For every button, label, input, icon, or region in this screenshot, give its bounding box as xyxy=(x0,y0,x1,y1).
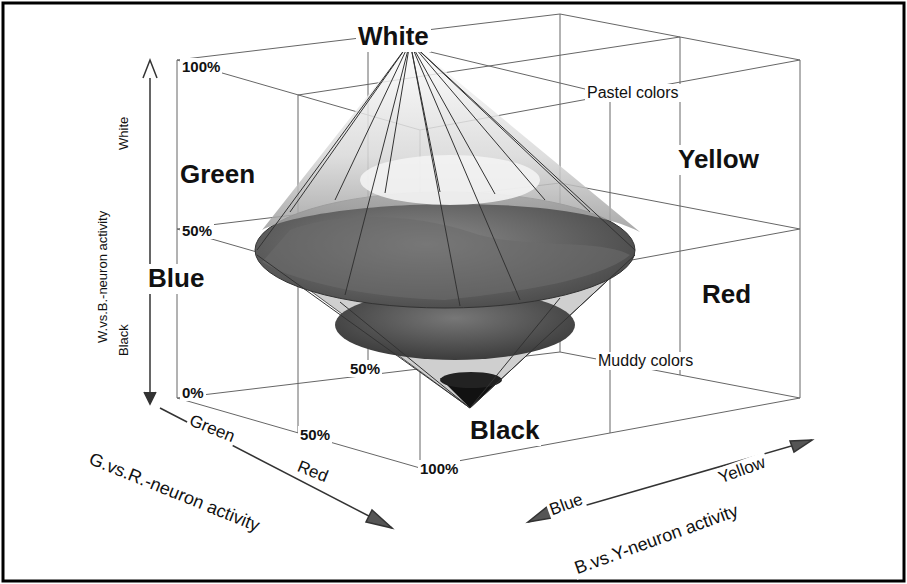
hue-label: Green xyxy=(178,160,257,190)
scale-value: 100% xyxy=(180,58,222,75)
scale-value: 0% xyxy=(180,384,206,401)
hue-label: Yellow xyxy=(676,145,761,175)
frame xyxy=(3,3,904,581)
hue-label: Blue xyxy=(146,264,206,294)
cone-wires xyxy=(257,42,635,408)
scale-value: 50% xyxy=(298,426,332,443)
axis-end-label: Black xyxy=(117,322,132,358)
axes xyxy=(143,60,812,528)
wire-cube xyxy=(177,14,800,468)
axis-end-label: Blue xyxy=(545,489,587,520)
apex-label: White xyxy=(356,22,431,52)
axis-title: W.vs.B.-neuron activity xyxy=(96,209,111,345)
scale-value: 50% xyxy=(180,222,214,239)
axis-end-label: Red xyxy=(293,456,333,487)
axis-end-label: Yellow xyxy=(714,452,770,488)
region-label: Pastel colors xyxy=(585,84,681,102)
scale-value: 50% xyxy=(348,360,382,377)
apex-label: Black xyxy=(468,416,541,446)
axis-title: B.vs.Y-neuron activity xyxy=(570,500,743,580)
hue-label: Red xyxy=(700,280,753,310)
axis-end-label: Green xyxy=(185,410,240,447)
region-label: Muddy colors xyxy=(596,352,695,370)
axis-end-label: White xyxy=(117,115,132,152)
axis-title: G.vs.R.-neuron activity xyxy=(84,448,264,537)
scale-value: 100% xyxy=(418,460,460,477)
